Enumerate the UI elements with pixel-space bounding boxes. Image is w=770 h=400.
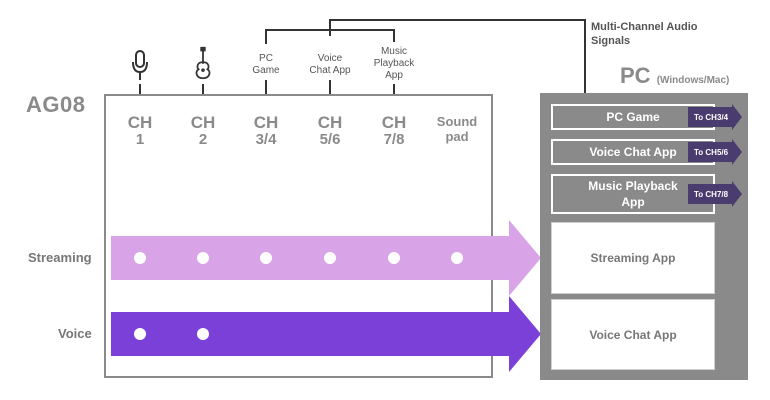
channel-label-3-4: CH 3/4 [236,114,296,148]
channel-label-7-8-line1: CH [381,113,407,132]
streaming-dot-ch1 [134,252,146,264]
channel-label-3-4-line1: CH [253,113,279,132]
channel-label-sound-pad-line1: Sound [436,114,478,129]
app-voice-chat-output: Voice Chat App [551,299,715,370]
streaming-dot-ch7-8 [388,252,400,264]
tag-to-ch5-6: To CH5/6 [688,139,742,165]
channel-label-5-6-line1: CH [317,113,343,132]
streaming-dot-ch2 [197,252,209,264]
app-bracket [265,29,395,44]
multi-channel-connector [329,19,586,94]
voice-dot-ch2 [197,328,209,340]
streaming-dot-ch5-6 [324,252,336,264]
channel-label-5-6: CH 5/6 [300,114,360,148]
channel-label-sound-pad-line2: pad [445,129,469,144]
channel-label-5-6-line2: 5/6 [319,131,341,148]
app-music-playback: Music Playback App [551,174,715,214]
channel-label-7-8-line2: 7/8 [383,131,405,148]
guitar-icon [195,46,211,80]
pc-title: PC (Windows/Mac) [620,63,729,89]
ag08-title: AG08 [26,92,86,117]
channel-label-3-4-line2: 3/4 [255,131,277,148]
channel-label-7-8: CH 7/8 [364,114,424,148]
tag-to-ch3-4: To CH3/4 [688,104,742,130]
source-music-playback-app: Music Playback App [373,46,415,81]
channel-label-2-line2: 2 [198,131,208,148]
channel-label-1-line2: 1 [135,131,145,148]
source-pc-game: PC Game [252,53,280,76]
channel-label-sound-pad: Sound pad [427,114,487,144]
microphone-icon [132,50,148,80]
voice-dot-ch1 [134,328,146,340]
channel-label-1: CH 1 [110,114,170,148]
pc-title-main: PC [620,63,651,88]
row-label-voice: Voice [58,326,92,341]
row-label-streaming: Streaming [28,250,92,265]
channel-label-2: CH 2 [173,114,233,148]
channel-label-1-line1: CH [127,113,153,132]
source-voice-chat-app: Voice Chat App [309,53,351,76]
tag-to-ch7-8: To CH7/8 [688,181,742,207]
streaming-dot-sound-pad [451,252,463,264]
multi-channel-audio-label: Multi-Channel Audio Signals [591,21,698,47]
voice-arrow [111,296,541,372]
pc-title-subtitle: (Windows/Mac) [656,75,730,86]
channel-label-2-line1: CH [190,113,216,132]
streaming-dot-ch3-4 [260,252,272,264]
app-pc-game: PC Game [551,104,715,130]
app-streaming: Streaming App [551,222,715,294]
app-voice-chat: Voice Chat App [551,139,715,165]
